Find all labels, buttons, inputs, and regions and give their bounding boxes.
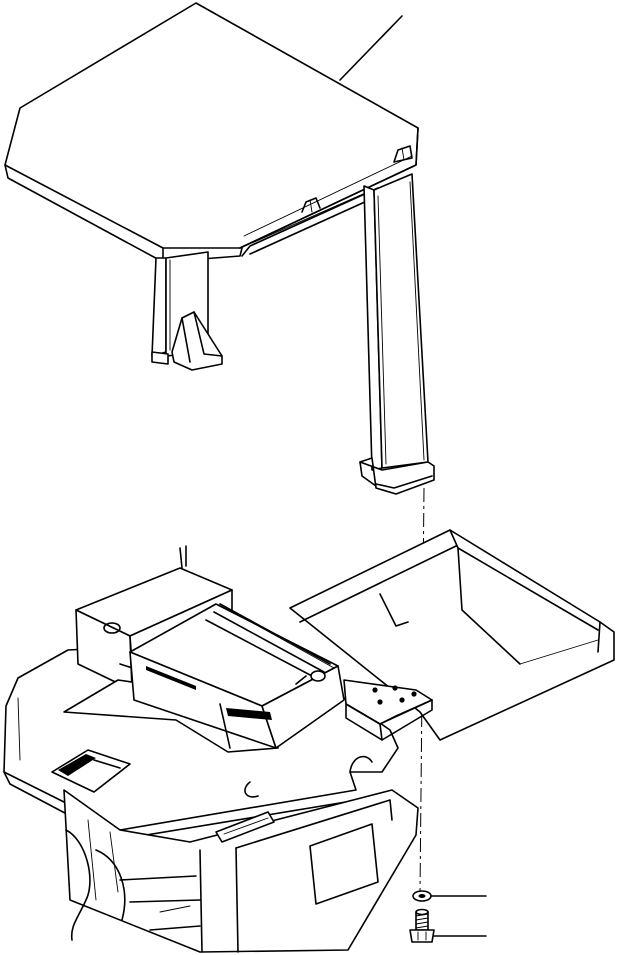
bolt-head	[409, 929, 435, 943]
tank-cap	[103, 622, 121, 634]
canopy-latch-right	[393, 145, 413, 163]
canopy-pillar-left	[151, 257, 167, 357]
canopy-assembly	[4, 2, 435, 495]
bolt	[409, 908, 487, 943]
canopy-roof	[4, 2, 419, 249]
mount-hole	[399, 697, 405, 703]
washer-hole	[418, 894, 426, 898]
front-hinge-strip	[215, 811, 275, 843]
washer	[412, 890, 487, 902]
mount-hole	[372, 687, 378, 693]
canopy-foot-gusset	[171, 311, 223, 371]
canopy-leader-line	[339, 15, 403, 81]
deck-hook	[244, 781, 259, 798]
canopy-latch-center	[301, 197, 321, 213]
mount-hole	[411, 691, 417, 697]
frame-window	[309, 823, 379, 905]
mount-hole	[377, 699, 383, 705]
frame-side-beam	[289, 529, 615, 741]
deck-step-slot	[51, 749, 131, 793]
mount-hole	[392, 685, 398, 691]
frame-lower-body	[63, 789, 419, 953]
chassis-frame	[3, 529, 615, 953]
battery-hinge	[310, 670, 326, 682]
